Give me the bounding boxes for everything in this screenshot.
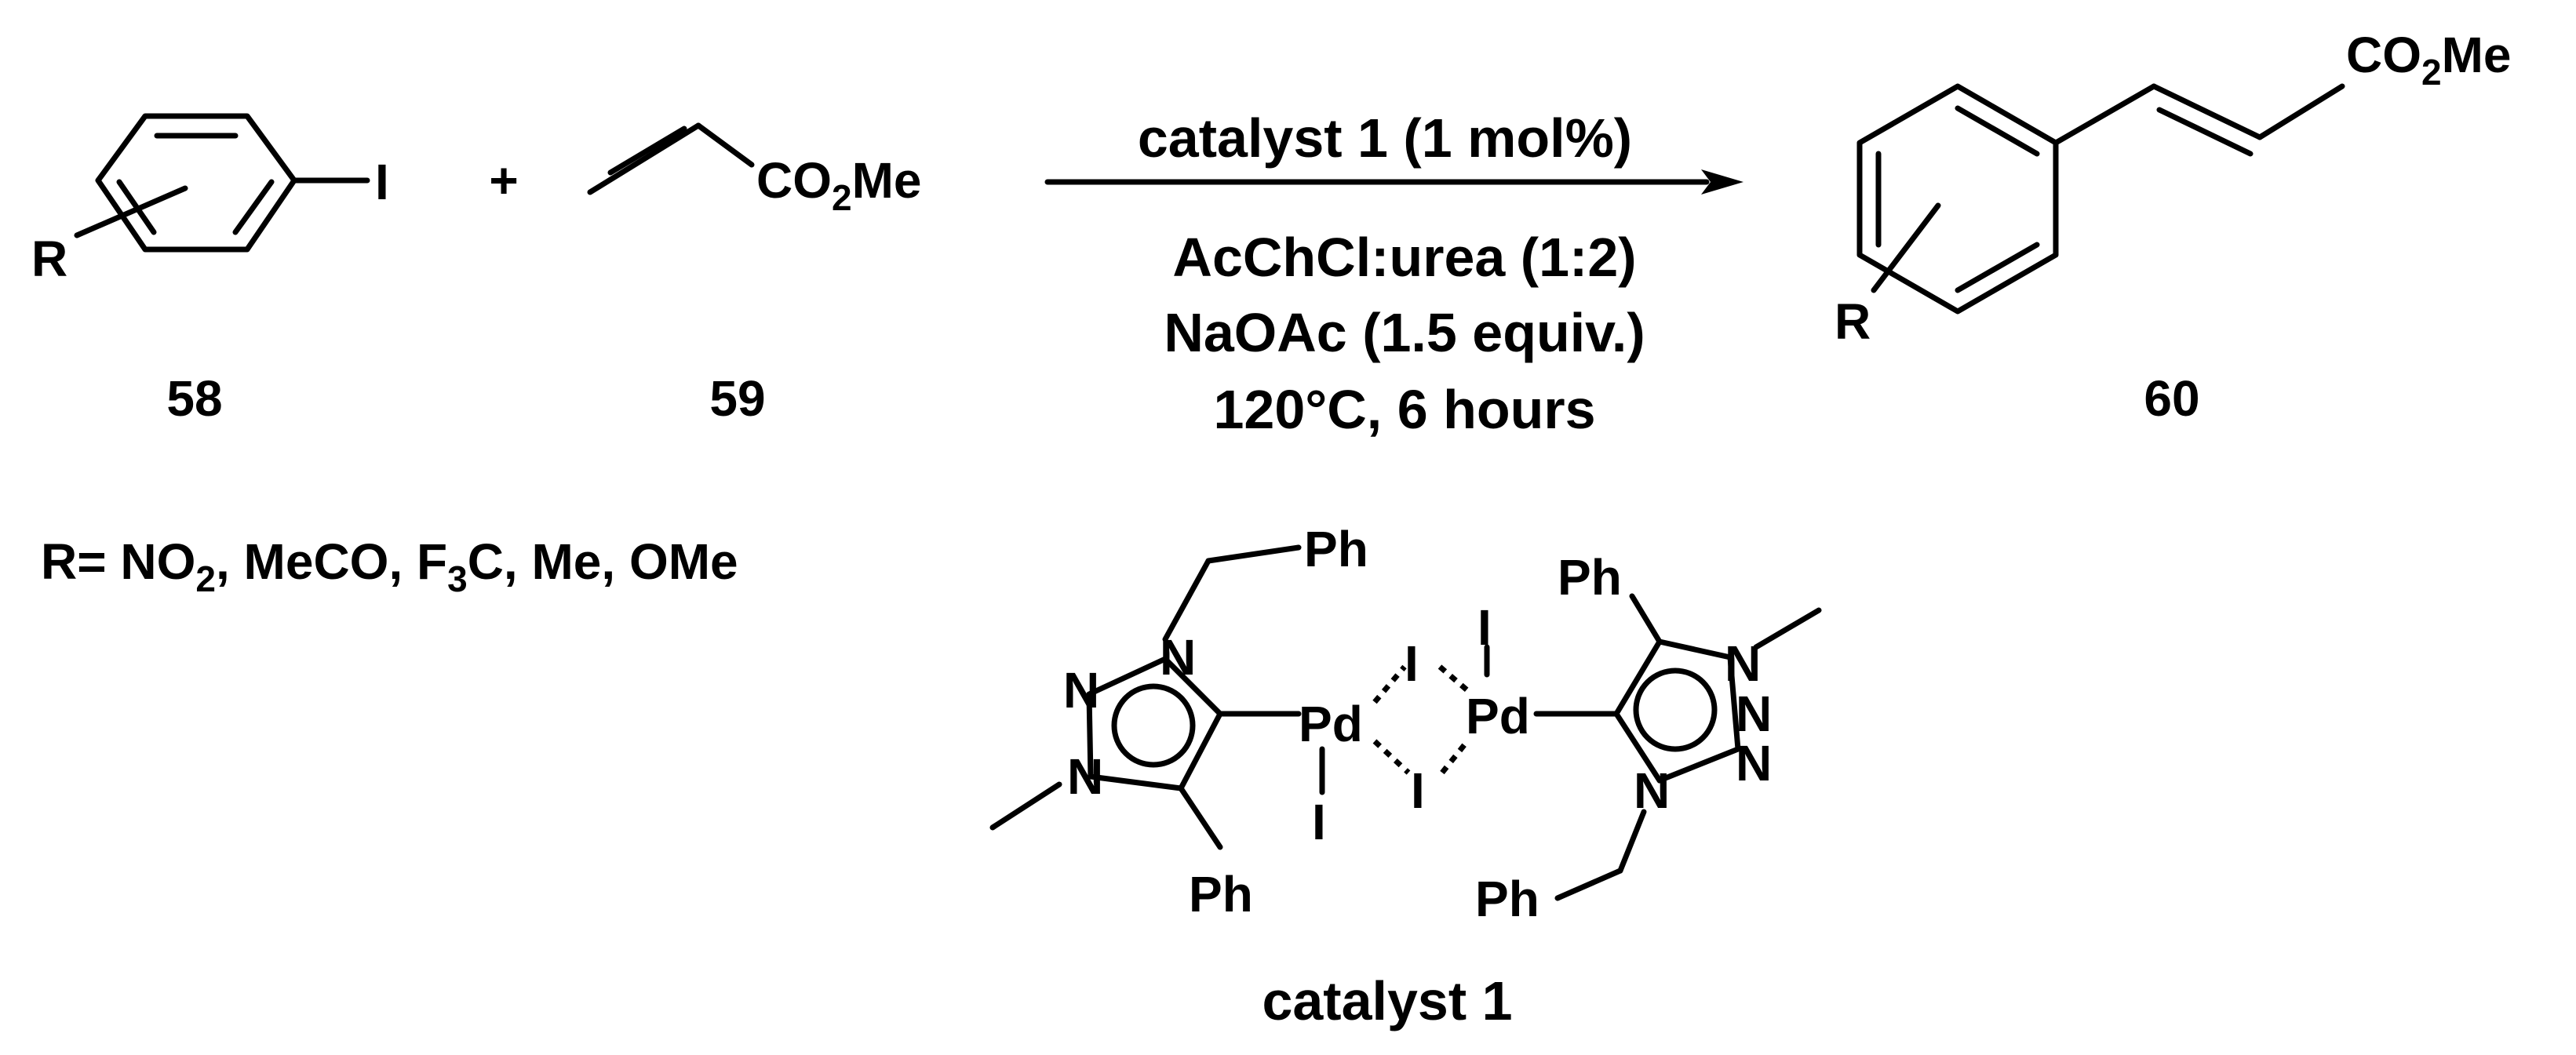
catalyst-right-n4: N [1634, 762, 1670, 819]
compound-number-58: 58 [166, 370, 222, 427]
catalyst-right-triazole-ring [1613, 638, 1741, 784]
product-60-ester-label: CO2Me [2346, 27, 2512, 93]
reactant-59-structure [587, 122, 755, 195]
product-60-benzene-ring [1856, 83, 2059, 315]
reactant-58-r-label: R [31, 231, 67, 287]
catalyst-right-n3: N [1736, 735, 1772, 791]
condition-solvent: AcChCl:urea (1:2) [1172, 227, 1636, 288]
catalyst-left-n1: N [1160, 629, 1196, 686]
reactant-59-vinyl-double [607, 126, 687, 176]
catalyst-left-methyl-bond [989, 781, 1062, 831]
reactant-58-inner-bond-right [232, 179, 275, 235]
plus-sign: + [489, 152, 518, 209]
catalyst-left-benzyl-ph: Ph [1304, 521, 1368, 577]
reactant-58-iodine-label: I [375, 154, 389, 210]
catalyst-right-phenyl-bond [1629, 593, 1663, 645]
product-60-r-label: R [1835, 293, 1871, 350]
catalyst-right-benzyl-ph: Ph [1475, 871, 1539, 927]
condition-temperature-time: 120°C, 6 hours [1213, 379, 1595, 440]
product-60-r-bond [1871, 202, 1941, 293]
product-60-inner-bond-a [1955, 105, 2040, 157]
catalyst-right-aromatic-circle [1633, 668, 1718, 752]
catalyst-left-phenyl-bond [1178, 785, 1223, 850]
reactant-59-c-c-bond [695, 122, 755, 168]
catalyst-i-terminal-left: I [1312, 794, 1326, 850]
condition-base: NaOAc (1.5 equiv.) [1164, 302, 1645, 363]
reactant-58-benzene-ring [95, 113, 297, 253]
reaction-arrow [1044, 169, 1743, 195]
catalyst-caption: catalyst 1 [1262, 970, 1512, 1031]
r-group-definition: R= NO2, MeCO, F3C, Me, OMe [41, 533, 738, 599]
compound-number-60: 60 [2144, 370, 2199, 427]
catalyst-pd-right: Pd [1466, 688, 1530, 744]
product-60-ester-bond [2257, 83, 2345, 140]
catalyst-left-n3: N [1067, 748, 1103, 805]
catalyst-bridge-dash-4 [1440, 739, 1470, 775]
catalyst-i-bridge-bottom: I [1411, 762, 1425, 819]
product-60-inner-bond-b [1955, 242, 2040, 293]
condition-catalyst: catalyst 1 (1 mol%) [1138, 107, 1632, 169]
reactant-59-ester-label: CO2Me [756, 152, 922, 218]
product-60-alkene-bond [2151, 83, 2263, 140]
product-60-alkene-double [2156, 107, 2254, 157]
product-60-ring-vinyl-bond [2053, 83, 2157, 146]
catalyst-1-structure [989, 544, 1822, 901]
catalyst-left-n2: N [1063, 662, 1099, 718]
catalyst-right-benzyl-bond-1 [1617, 809, 1647, 874]
reaction-arrow-head [1701, 169, 1743, 195]
catalyst-right-n2: N [1736, 686, 1772, 742]
catalyst-right-phenyl-ph: Ph [1558, 549, 1622, 606]
catalyst-i-terminal-right: I [1477, 599, 1492, 656]
reactant-58-structure [74, 113, 370, 253]
product-60-structure [1856, 83, 2345, 315]
reactant-58-r-bond [74, 185, 188, 238]
catalyst-bridge-dash-2 [1372, 739, 1411, 775]
catalyst-i-bridge-top: I [1405, 635, 1419, 692]
catalyst-right-n1: N [1725, 635, 1761, 692]
catalyst-left-benzyl-bond-2 [1205, 544, 1302, 564]
catalyst-left-aromatic-circle [1111, 683, 1196, 768]
catalyst-bridge-dash-3 [1437, 664, 1470, 693]
catalyst-right-methyl-bond [1753, 607, 1822, 650]
catalyst-pd-left: Pd [1299, 696, 1363, 752]
catalyst-right-benzyl-bond-2 [1554, 868, 1623, 901]
catalyst-left-triazole-ring [1086, 656, 1223, 791]
compound-number-59: 59 [709, 370, 765, 427]
reactant-59-vinyl-bond [587, 122, 701, 195]
catalyst-bridge-dash-1 [1372, 664, 1407, 704]
catalyst-left-benzyl-bond-1 [1162, 558, 1211, 642]
catalyst-left-phenyl-ph: Ph [1189, 866, 1253, 922]
